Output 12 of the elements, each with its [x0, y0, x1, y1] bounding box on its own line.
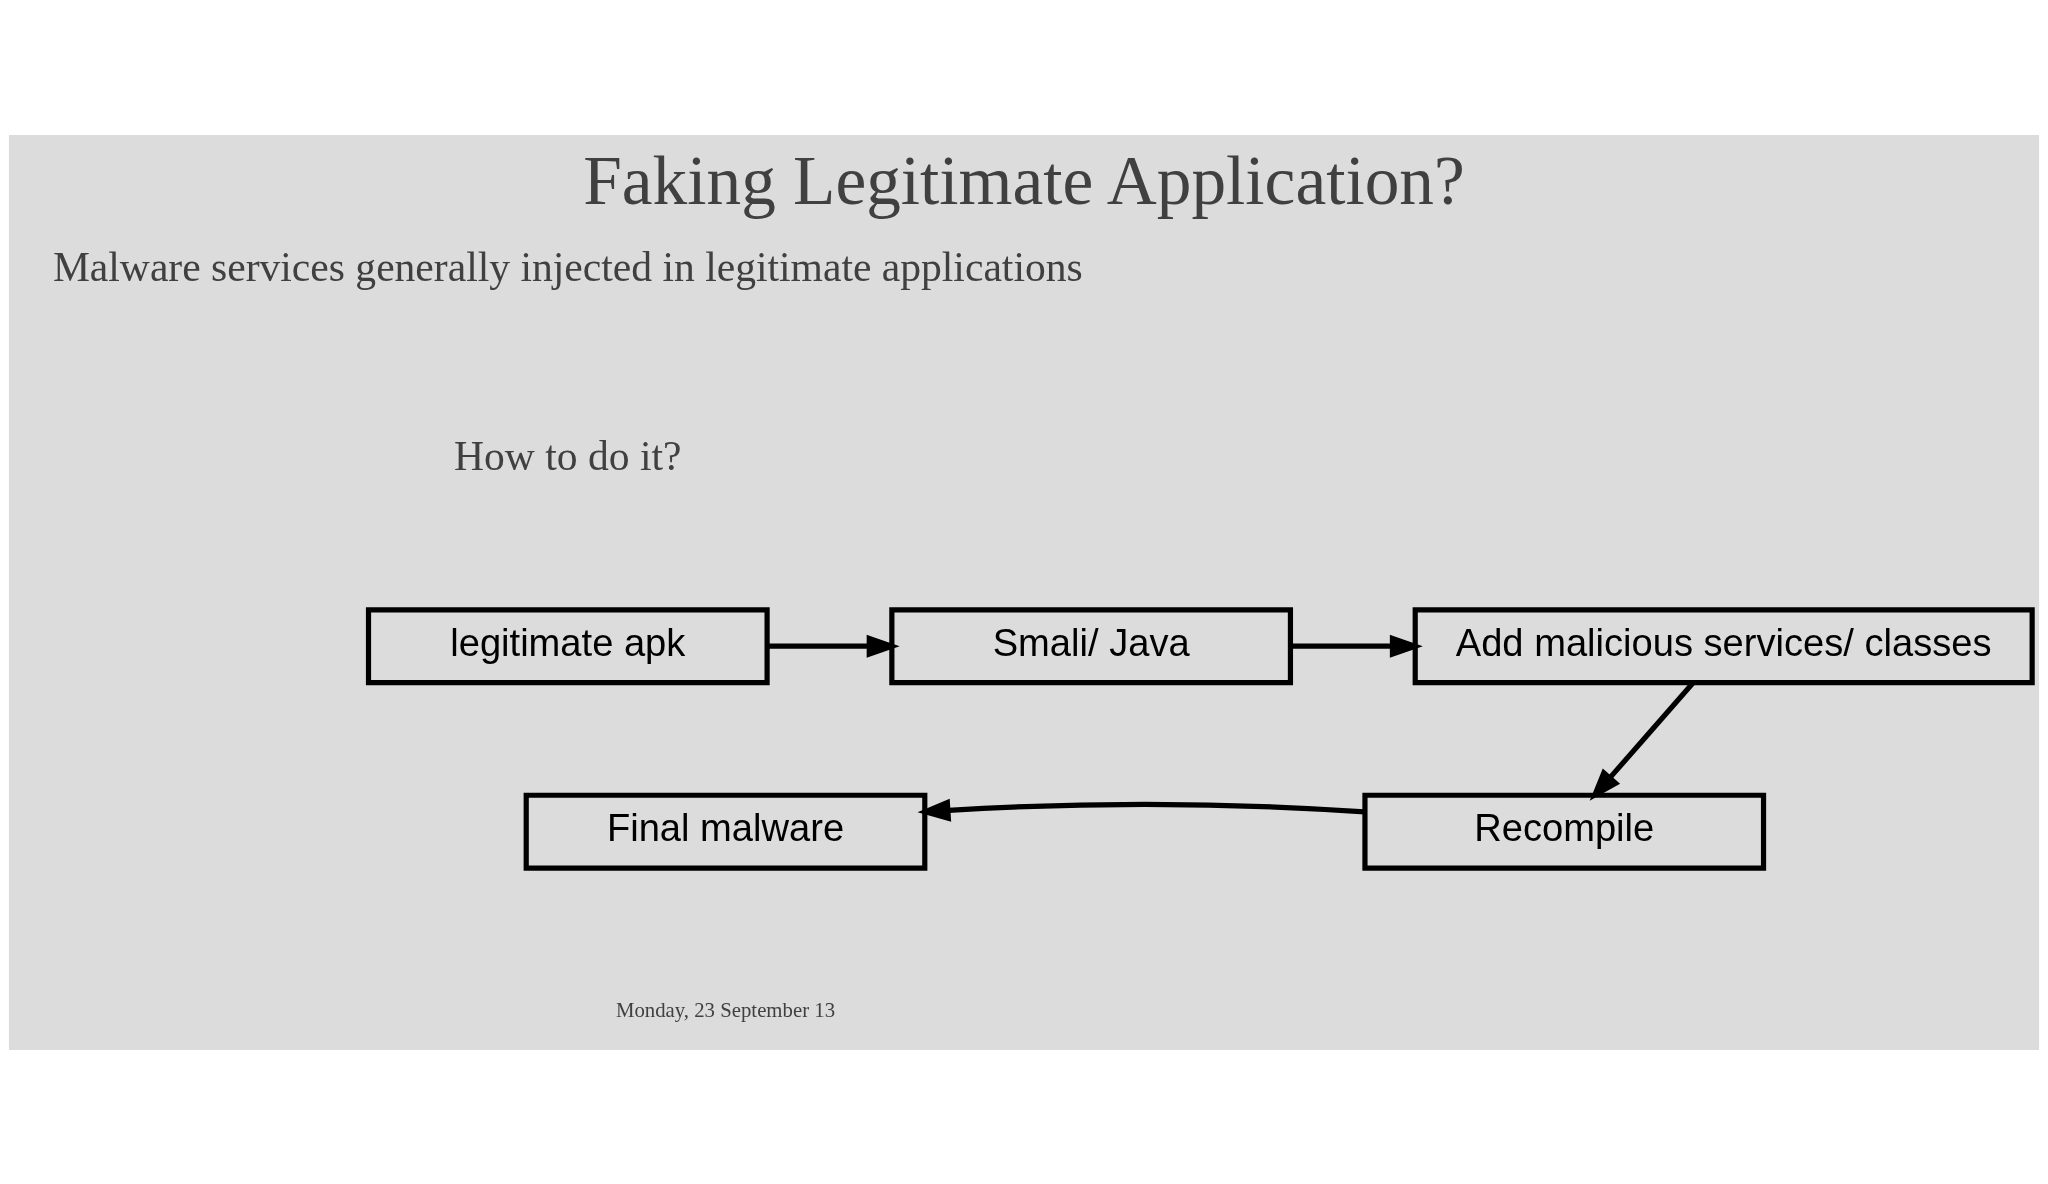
arrow: [917, 798, 1365, 822]
label: How to do it?: [454, 432, 682, 479]
node-box: Recompile: [1362, 792, 1767, 871]
node-box: legitimate apk: [365, 606, 770, 685]
diagram-title: Faking Legitimate Application?: [583, 141, 1465, 219]
label: Malware services generally injected in legitimate applications: [52, 243, 1083, 290]
arrow: [1290, 634, 1423, 658]
arrow: [767, 634, 900, 658]
node-box: Smali/ Java: [889, 606, 1294, 685]
node-box: Final malware: [523, 792, 928, 871]
label: Monday, 23 September 13: [615, 997, 836, 1021]
node-box: Add malicious services/ classes: [1412, 606, 2035, 685]
